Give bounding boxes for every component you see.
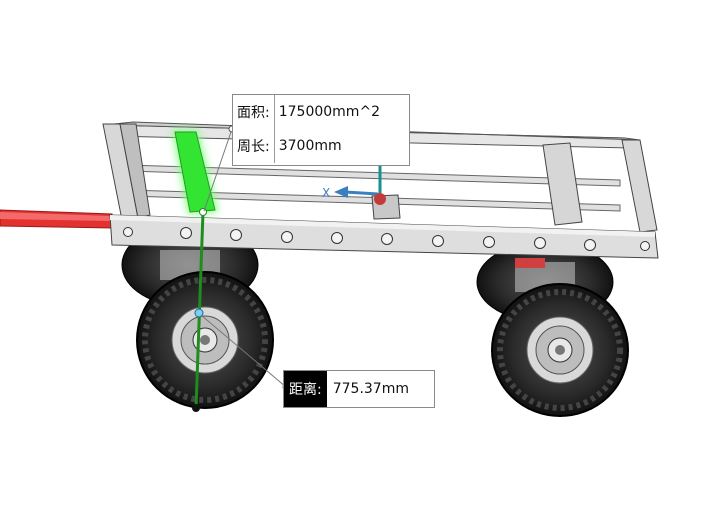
front-left-wheel[interactable] bbox=[136, 271, 274, 409]
area-perimeter-callout[interactable]: 面积: 175000mm^2 周长: 3700mm bbox=[232, 94, 410, 166]
area-value: 175000mm^2 bbox=[278, 104, 381, 120]
area-label: 面积: bbox=[233, 95, 275, 129]
perimeter-row: 周长: 3700mm bbox=[233, 129, 399, 163]
area-leader-line bbox=[203, 128, 233, 212]
triad-x-label: X bbox=[322, 186, 330, 200]
perimeter-value: 3700mm bbox=[278, 138, 342, 154]
front-right-wheel[interactable] bbox=[491, 283, 629, 417]
selected-face[interactable] bbox=[172, 130, 218, 214]
distance-value: 775.37mm bbox=[332, 381, 409, 397]
distance-label: 距离: bbox=[284, 371, 327, 407]
tow-bar[interactable] bbox=[0, 209, 113, 229]
distance-measure-line bbox=[192, 208, 207, 412]
area-row: 面积: 175000mm^2 bbox=[233, 95, 399, 129]
distance-leader-line bbox=[200, 314, 287, 388]
perimeter-label: 周长: bbox=[233, 129, 275, 163]
distance-callout[interactable]: 距离: 775.37mm bbox=[283, 370, 435, 408]
measure-end-point bbox=[192, 404, 200, 412]
measure-start-point bbox=[199, 208, 207, 216]
